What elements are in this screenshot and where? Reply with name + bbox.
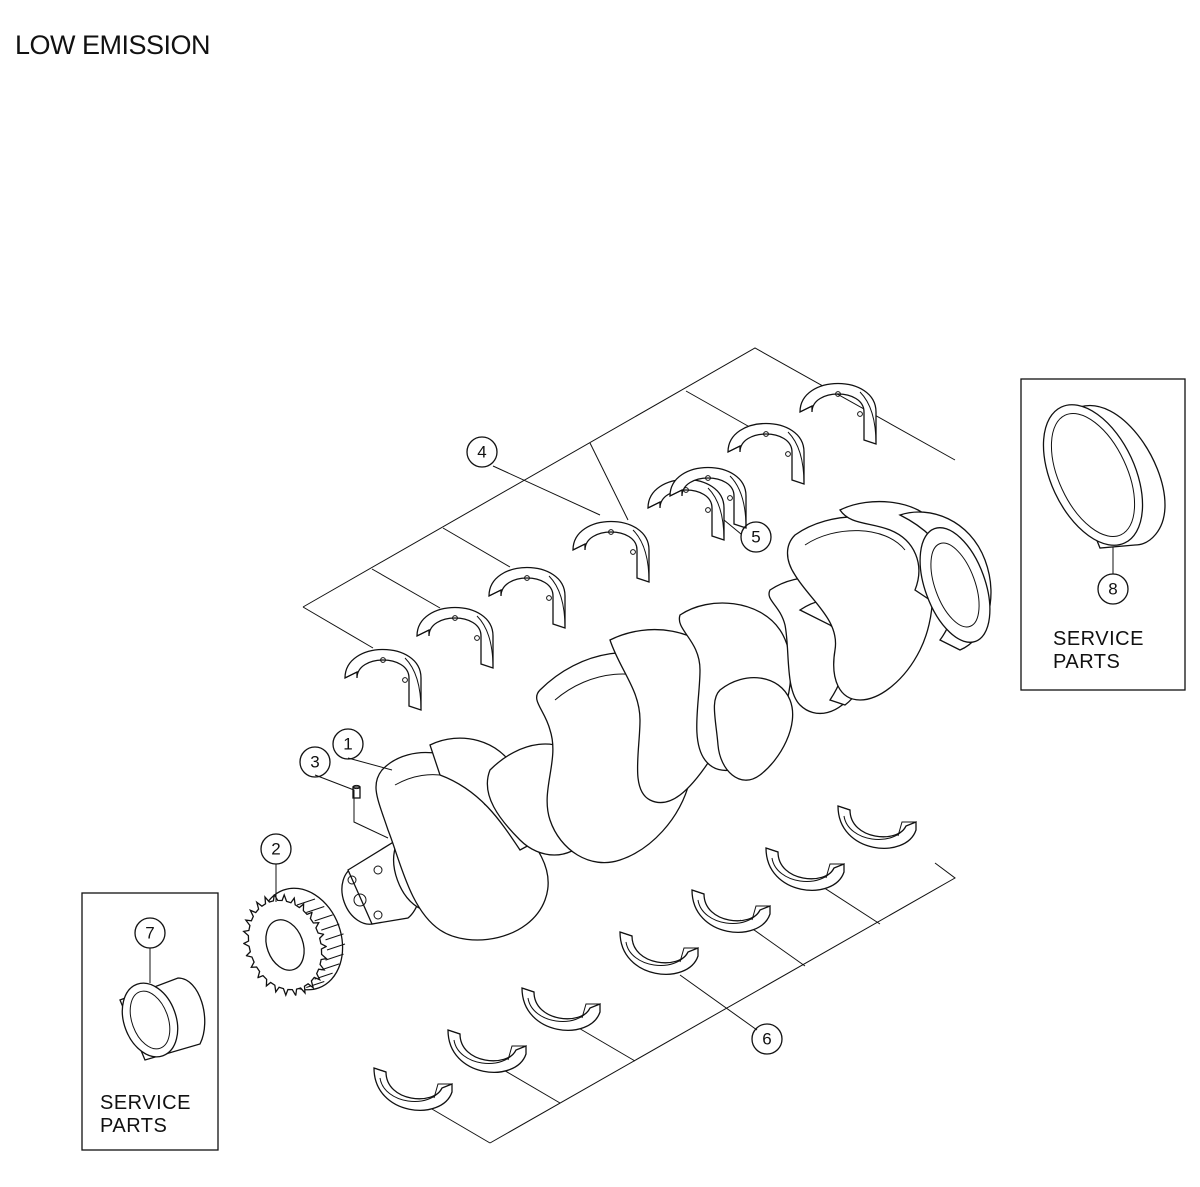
crankshaft-gear xyxy=(242,887,346,998)
svg-text:6: 6 xyxy=(762,1030,771,1049)
svg-text:2: 2 xyxy=(271,840,280,859)
callout-1: 1 xyxy=(332,728,364,760)
callout-6: 6 xyxy=(751,1023,783,1055)
callout-4: 4 xyxy=(466,436,498,468)
service-label-line1: SERVICE xyxy=(1053,628,1144,650)
callout-5: 5 xyxy=(740,521,772,553)
callout-leaders xyxy=(149,465,1114,983)
svg-text:7: 7 xyxy=(145,924,154,943)
svg-text:5: 5 xyxy=(751,528,760,547)
service-label-line1: SERVICE xyxy=(100,1092,191,1114)
svg-text:8: 8 xyxy=(1108,580,1117,599)
service-label-line2: PARTS xyxy=(100,1115,167,1137)
upper-bearing-leader-lines xyxy=(302,347,956,649)
service-parts-box-left: SERVICE PARTS xyxy=(81,892,219,1151)
crankshaft xyxy=(341,500,992,941)
callout-bubbles: 1 2 3 4 5 6 7 8 xyxy=(134,436,1129,1055)
callout-2: 2 xyxy=(260,833,292,865)
diagram-title: LOW EMISSION xyxy=(15,30,211,60)
service-parts-box-right: SERVICE PARTS xyxy=(1020,378,1186,691)
dowel-pin xyxy=(352,784,361,799)
svg-text:3: 3 xyxy=(310,753,319,772)
svg-text:4: 4 xyxy=(477,443,486,462)
callout-7: 7 xyxy=(134,917,166,949)
callout-3: 3 xyxy=(299,746,331,778)
service-label-line2: PARTS xyxy=(1053,651,1120,673)
svg-text:1: 1 xyxy=(343,735,352,754)
callout-8: 8 xyxy=(1097,573,1129,605)
